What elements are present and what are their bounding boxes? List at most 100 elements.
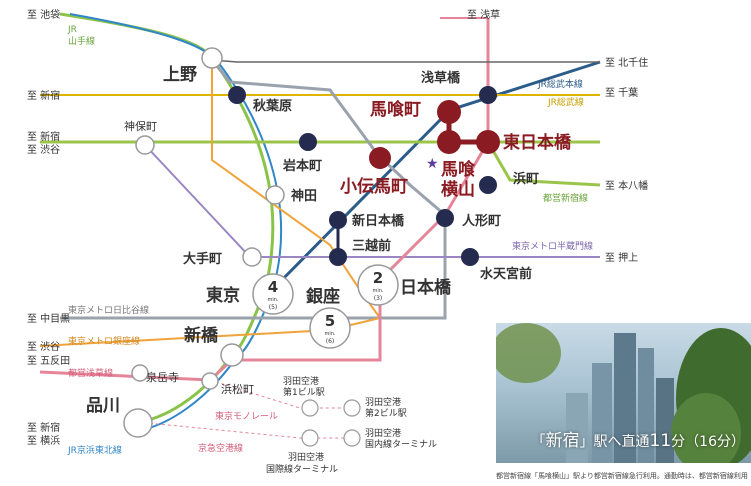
dir-kitasenju: 至 北千住 [605, 56, 648, 69]
station-hamamatsucho-marker [201, 372, 219, 390]
ginza-unit: min. [324, 331, 335, 337]
label-sobu: JR総武線 [547, 96, 584, 108]
tokyo-min: 4 [268, 278, 278, 296]
station-higashi-nihombashi-marker [476, 130, 500, 154]
name-nihombashi: 日本橋 [400, 277, 452, 298]
nihombashi-min: 2 [373, 269, 383, 287]
station-jimbocho-marker [135, 135, 155, 155]
name-sengakuji: 泉岳寺 [146, 370, 179, 384]
station-mitsukoshimae-marker [329, 248, 347, 266]
name-bakuro-yokoyama-2: 横山 [441, 179, 475, 200]
label-jr-yamanote-2: 山手線 [68, 35, 95, 47]
ginza-min: 5 [325, 312, 335, 330]
name-bakurocho: 馬喰町 [370, 99, 421, 120]
dir-gotanda: 至 五反田 [27, 355, 70, 367]
monorail-line [209, 379, 350, 409]
quote-close: 」 [579, 434, 594, 450]
station-shinagawa-marker [123, 408, 153, 438]
name-iwamotocho: 岩本町 [282, 158, 322, 174]
name-asakusabashi: 浅草橋 [421, 70, 461, 86]
dir-shinjuku-bottom: 至 新宿 [27, 421, 60, 434]
name-ginza: 銀座 [306, 286, 340, 307]
name-haneda-t2-1: 羽田空港 [365, 396, 401, 408]
name-otemachi: 大手町 [183, 251, 222, 267]
name-kanda: 神田 [291, 188, 317, 204]
station-ningyocho-marker [436, 209, 454, 227]
station-suitengumae-marker [461, 248, 479, 266]
label-hibiya: 東京メトロ日比谷線 [68, 304, 149, 316]
name-jimbocho: 神保町 [124, 119, 157, 133]
dir-shibuya-low: 至 渋谷 [27, 340, 60, 353]
name-mitsukoshimae: 三越前 [352, 238, 391, 254]
dir-oshiage: 至 押上 [605, 251, 638, 264]
name-haneda-t1-2: 第1ビル駅 [283, 386, 325, 398]
name-bakuro-yokoyama-1: 馬喰 [441, 159, 476, 180]
name-haneda-dom-2: 国内線ターミナル [365, 438, 437, 450]
station-shin-nihombashi-marker [329, 211, 347, 229]
station-nihombashi-marker [357, 264, 399, 306]
photo-caption: 都営新宿線「馬喰横山」駅より都営新宿線急行利用。通勤時は、都営新宿線利用 [496, 472, 748, 480]
station-shimbashi-marker [220, 343, 244, 367]
dir-yokohama: 至 横浜 [27, 434, 60, 447]
line-to-kitasenju [211, 59, 600, 63]
name-hamamatsucho: 浜松町 [221, 382, 254, 396]
station-ueno-marker [201, 47, 223, 69]
tokyo-unit: min. [267, 297, 278, 303]
photo-text-body: 駅へ直通 [593, 434, 650, 450]
station-akihabara-marker [228, 86, 246, 104]
name-tokyo: 東京 [206, 285, 240, 306]
label-keihin-tohoku: JR京浜東北線 [67, 444, 122, 456]
station-haneda-intl-marker [301, 429, 319, 447]
station-sengakuji-marker [131, 364, 149, 382]
label-hanzomon: 東京メトロ半蔵門線 [512, 240, 593, 252]
station-haneda-t1-marker [301, 399, 319, 417]
dir-shinjuku-top: 至 新宿 [27, 89, 60, 102]
dir-nakameguro: 至 中目黒 [27, 312, 70, 325]
sobu-main-line [270, 60, 601, 292]
dir-motoyawata: 至 本八幡 [605, 179, 648, 192]
station-otemachi-marker [242, 247, 262, 267]
photo-headline: 「新宿」駅へ直通11分（16分） [532, 426, 745, 451]
name-kodemmacho: 小伝馬町 [340, 176, 408, 197]
photo-minutes: 11 [649, 431, 672, 451]
nihombashi-unit: min. [372, 288, 383, 294]
site-star-icon: ★ [426, 156, 439, 172]
dir-shibuya-mid: 至 渋谷 [27, 143, 60, 156]
station-kanda-marker [265, 185, 285, 205]
station-haneda-dom-marker [343, 429, 361, 447]
toei-shinjuku-branch [486, 141, 601, 187]
name-ningyocho: 人形町 [462, 213, 501, 229]
label-sobu-main: JR総武本線 [537, 78, 583, 90]
label-monorail: 東京モノレール [215, 410, 278, 422]
station-ginza-marker [309, 307, 351, 349]
nihombashi-alt: (3) [374, 295, 383, 302]
skyline-illustration [496, 323, 751, 463]
name-haneda-dom-1: 羽田空港 [365, 427, 401, 439]
name-hamacho: 浜町 [513, 171, 539, 187]
name-haneda-intl-2: 国際線ターミナル [266, 463, 338, 475]
name-haneda-t1-1: 羽田空港 [283, 375, 319, 387]
dir-chiba: 至 千葉 [605, 86, 638, 99]
photo-station: 新宿 [545, 431, 580, 451]
photo-unit: 分 [671, 434, 686, 450]
name-haneda-intl-1: 羽田空港 [288, 451, 324, 463]
quote-open: 「 [531, 434, 546, 450]
keikyu-line [137, 421, 350, 439]
dir-ikebukuro: 至 池袋 [27, 8, 60, 21]
name-shimbashi: 新橋 [184, 325, 219, 346]
station-iwamotocho-marker [299, 133, 317, 151]
name-shinagawa: 品川 [86, 396, 120, 416]
name-ueno: 上野 [163, 65, 197, 85]
name-higashi-nihombashi: 東日本橋 [503, 132, 572, 153]
tokyo-alt: (5) [269, 304, 278, 311]
station-kodemmacho-marker [369, 147, 391, 169]
name-shin-nihombashi: 新日本橋 [352, 213, 405, 229]
dir-shinjuku-mid: 至 新宿 [27, 130, 60, 143]
hanzomon-line [144, 144, 600, 258]
station-bakuro-yokoyama-marker [437, 130, 461, 154]
station-hamacho-marker [479, 176, 497, 194]
label-asakusa-line: 都営浅草線 [68, 367, 113, 379]
label-toei-shinjuku: 都営新宿線 [543, 192, 588, 204]
hibiya-line [60, 59, 447, 320]
